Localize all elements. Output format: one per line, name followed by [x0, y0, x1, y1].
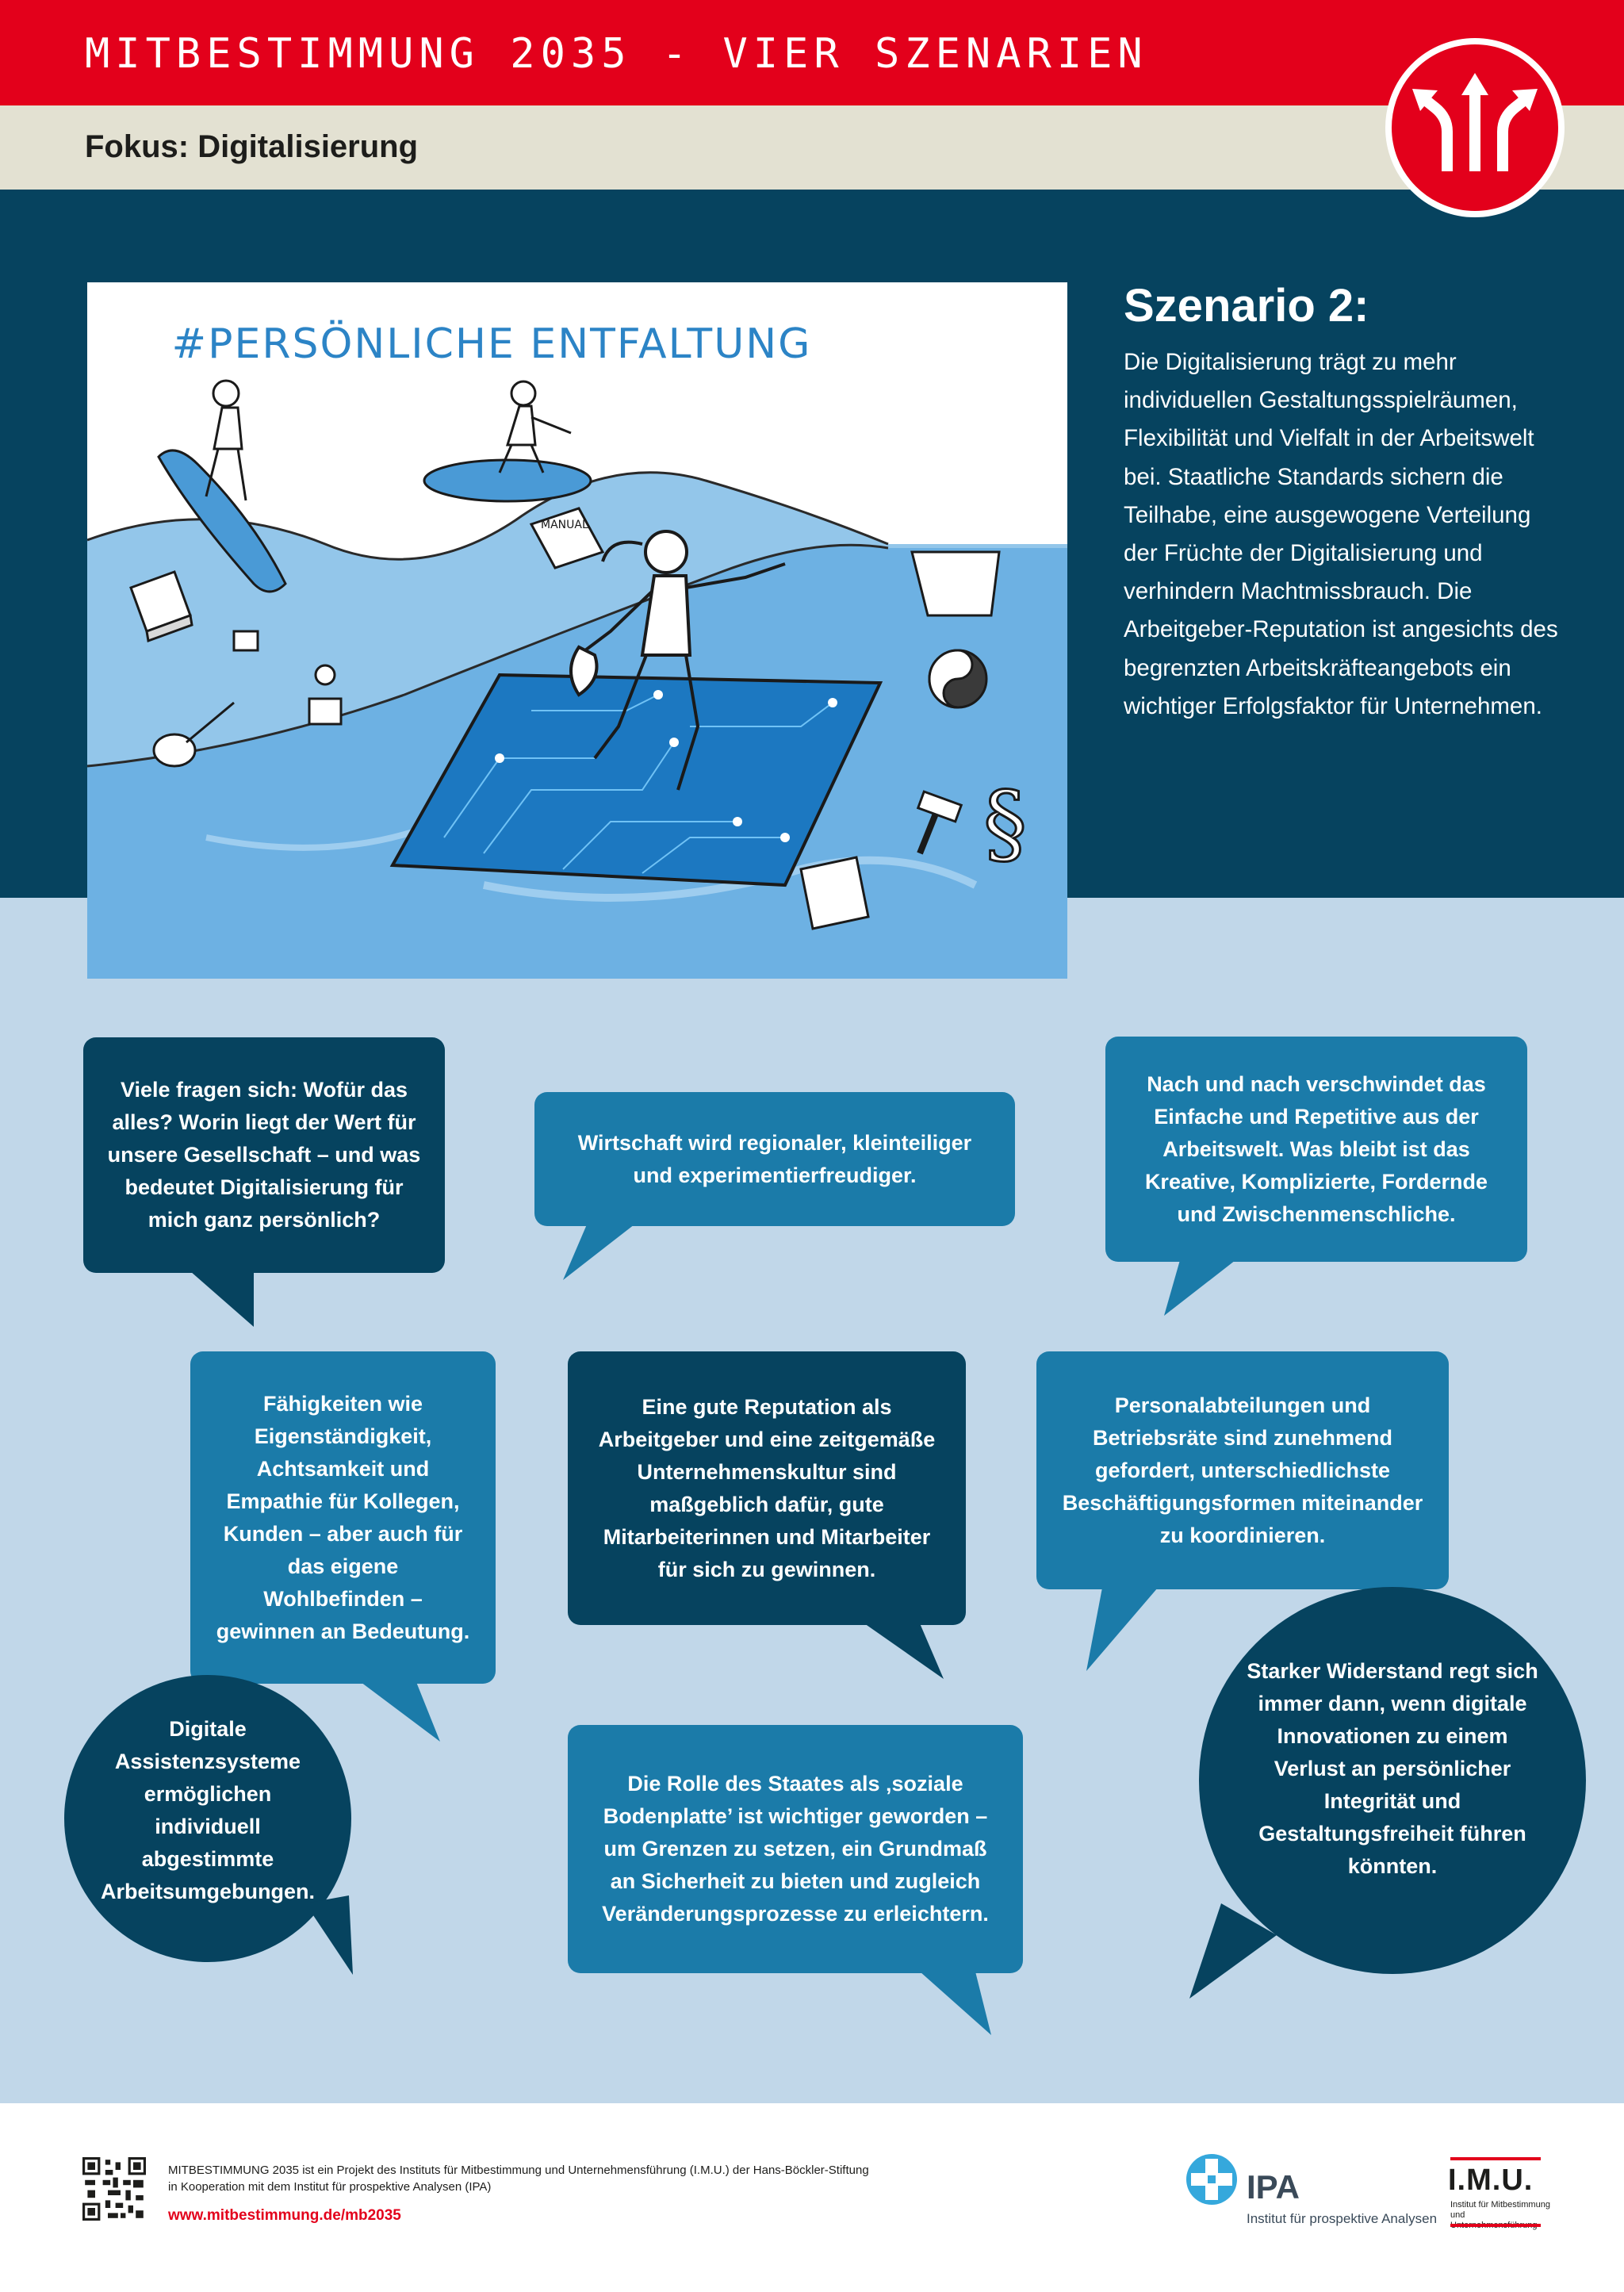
speech-bubble-tail-3 [1164, 1260, 1235, 1316]
surfer-top [423, 380, 592, 503]
scenario-description: Die Digitalisierung trägt zu mehr indivi… [1124, 349, 1558, 719]
diverging-arrows-icon [1385, 38, 1565, 217]
page-title: MITBESTIMMUNG 2035 - VIER SZENARIEN [85, 30, 1148, 78]
manual-icon: MANUAL [529, 507, 605, 569]
page-subtitle: Fokus: Digitalisierung [85, 129, 419, 164]
imu-rule-bottom [1450, 2224, 1541, 2227]
speech-bubble-tail-4 [361, 1682, 440, 1742]
main-surfer [569, 530, 786, 791]
ipa-logo-icon [1186, 2154, 1237, 2205]
speech-bubble-6: Personalabteilungen und Betriebsräte sin… [1036, 1351, 1449, 1589]
speech-bubble-tail-8 [920, 1972, 991, 2035]
speech-bubble-1: Viele fragen sich: Wofür das alles? Wori… [83, 1037, 445, 1273]
speech-bubble-5: Eine gute Reputation als Arbeitgeber und… [568, 1351, 966, 1625]
imu-name: I.M.U. [1448, 2164, 1534, 2197]
footer-credits: MITBESTIMMUNG 2035 ist ein Projekt des I… [168, 2164, 869, 2194]
speech-bubble-tail-9 [1189, 1903, 1277, 1999]
illustration-title: #PERSÖNLICHE ENTFALTUNG [171, 320, 812, 368]
surfer-left [157, 379, 287, 593]
speech-bubble-8: Die Rolle des Staates als ‚soziale Boden… [568, 1725, 1023, 1973]
paragraph-icon: § [982, 772, 1028, 876]
book-icon [129, 570, 193, 643]
flower-icon [308, 664, 343, 726]
ipa-subtitle: Institut für prospektive Analysen [1247, 2211, 1438, 2226]
header-bar [0, 0, 1624, 105]
speech-bubble-9: Starker Widerstand regt sich immer dann,… [1199, 1587, 1586, 1974]
footer [0, 2103, 1624, 2292]
circuit-surfboard [389, 673, 883, 887]
speech-bubble-4: Fähigkeiten wie Eigenständigkeit, Achtsa… [190, 1351, 496, 1684]
ipa-name: IPA [1247, 2168, 1300, 2206]
footer-link[interactable]: www.mitbestimmung.de/mb2035 [168, 2207, 401, 2224]
speech-bubble-7: Digitale Assistenzsysteme ermöglichen in… [64, 1675, 351, 1962]
speech-bubble-tail-2 [563, 1225, 634, 1280]
scenario-heading: Szenario 2: [1124, 280, 1369, 332]
photo-frame-icon [799, 856, 870, 930]
speech-bubble-tail-1 [190, 1271, 254, 1327]
speech-bubble-tail-6 [1086, 1588, 1158, 1671]
guitar-icon [152, 701, 235, 768]
speech-bubble-2: Wirtschaft wird regionaler, kleinteilige… [534, 1092, 1015, 1226]
speech-bubble-tail-5 [864, 1623, 944, 1679]
qr-code-icon[interactable] [82, 2157, 146, 2221]
speech-bubble-3: Nach und nach verschwindet das Einfache … [1105, 1037, 1527, 1262]
scenario-illustration: #PERSÖNLICHE ENTFALTUNG [87, 282, 1067, 979]
speech-bubble-tail-7 [305, 1895, 353, 1975]
gavel-icon [916, 790, 963, 855]
svg-text:§: § [983, 772, 1027, 874]
manual-label: MANUAL [541, 519, 588, 531]
yin-yang-icon [928, 649, 988, 709]
folder-icon [910, 550, 1001, 617]
imu-rule-top [1450, 2157, 1541, 2160]
subheader-bar [0, 105, 1624, 190]
lock-icon [232, 630, 259, 652]
